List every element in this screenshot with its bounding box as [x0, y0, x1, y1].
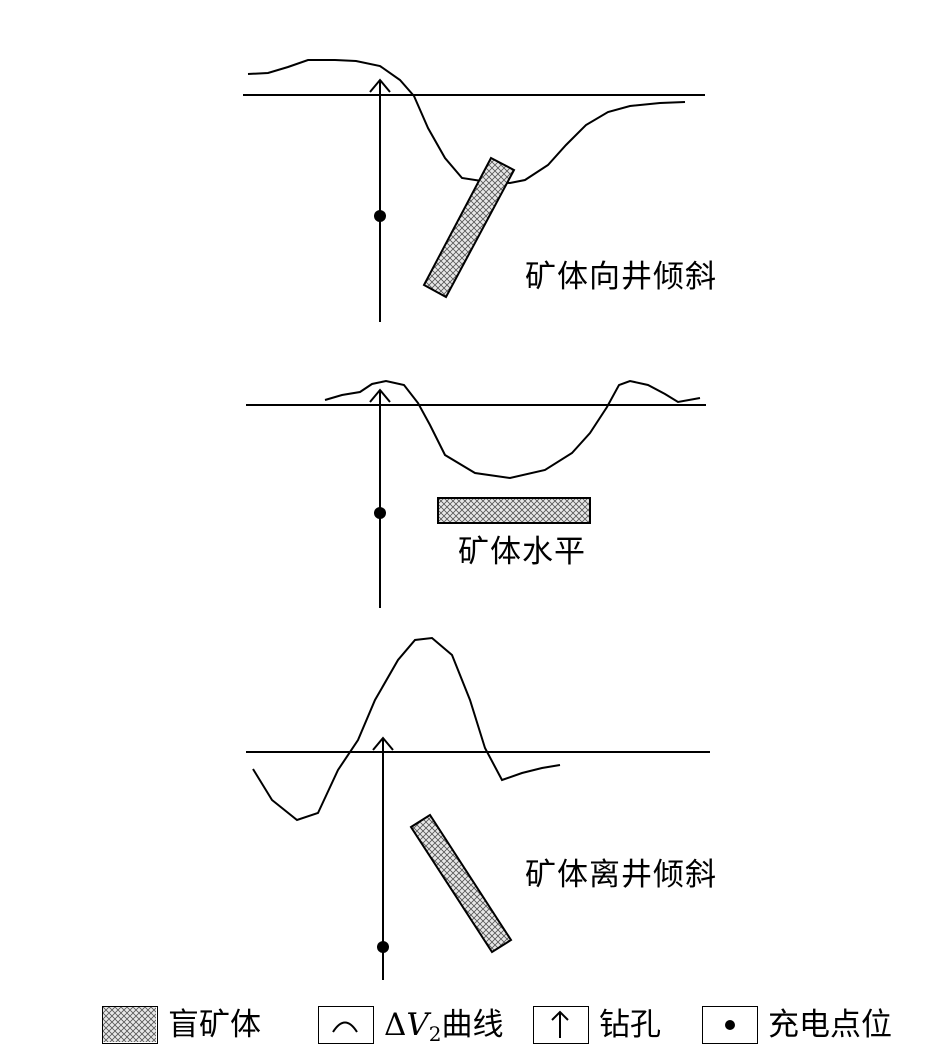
- panel-dip-toward-well: [243, 59, 705, 322]
- curve-arc-icon: [318, 1006, 374, 1044]
- panel-3-label: 矿体离井倾斜: [525, 857, 717, 893]
- charge-point: [377, 941, 389, 953]
- curve-suffix: 曲线: [441, 1007, 504, 1043]
- blind-ore-body: [409, 813, 513, 954]
- delta-symbol: Δ: [384, 1007, 407, 1043]
- delta-v2-curve: [247, 59, 686, 185]
- v-symbol: V: [406, 1007, 429, 1043]
- borehole-arrowhead: [369, 78, 391, 93]
- diagram-canvas: [243, 59, 710, 980]
- legend-label: 钻孔: [599, 1007, 661, 1043]
- charge-point: [374, 210, 386, 222]
- blind-ore-body: [422, 156, 516, 299]
- borehole-arrowhead: [372, 736, 394, 751]
- hatch-swatch-icon: [102, 1006, 158, 1044]
- panel-2-label: 矿体水平: [458, 534, 586, 570]
- legend-label: 盲矿体: [168, 1007, 261, 1043]
- up-arrow-icon: [533, 1006, 589, 1044]
- legend-label: ΔV2曲线: [384, 1007, 504, 1046]
- blind-ore-body: [437, 497, 591, 524]
- legend-label: 充电点位: [768, 1007, 892, 1043]
- dot-icon: [702, 1006, 758, 1044]
- charge-point: [374, 507, 386, 519]
- subscript: 2: [428, 1022, 442, 1046]
- panel-dip-away-from-well: [246, 636, 710, 980]
- panel-horizontal: [246, 379, 706, 608]
- legend: 盲矿体 ΔV2曲线 钻孔 充电点位: [0, 1000, 945, 1060]
- panel-1-label: 矿体向井倾斜: [525, 259, 717, 295]
- delta-v2-curve: [324, 379, 701, 480]
- borehole-arrowhead: [369, 388, 391, 403]
- delta-v2-curve: [252, 636, 561, 822]
